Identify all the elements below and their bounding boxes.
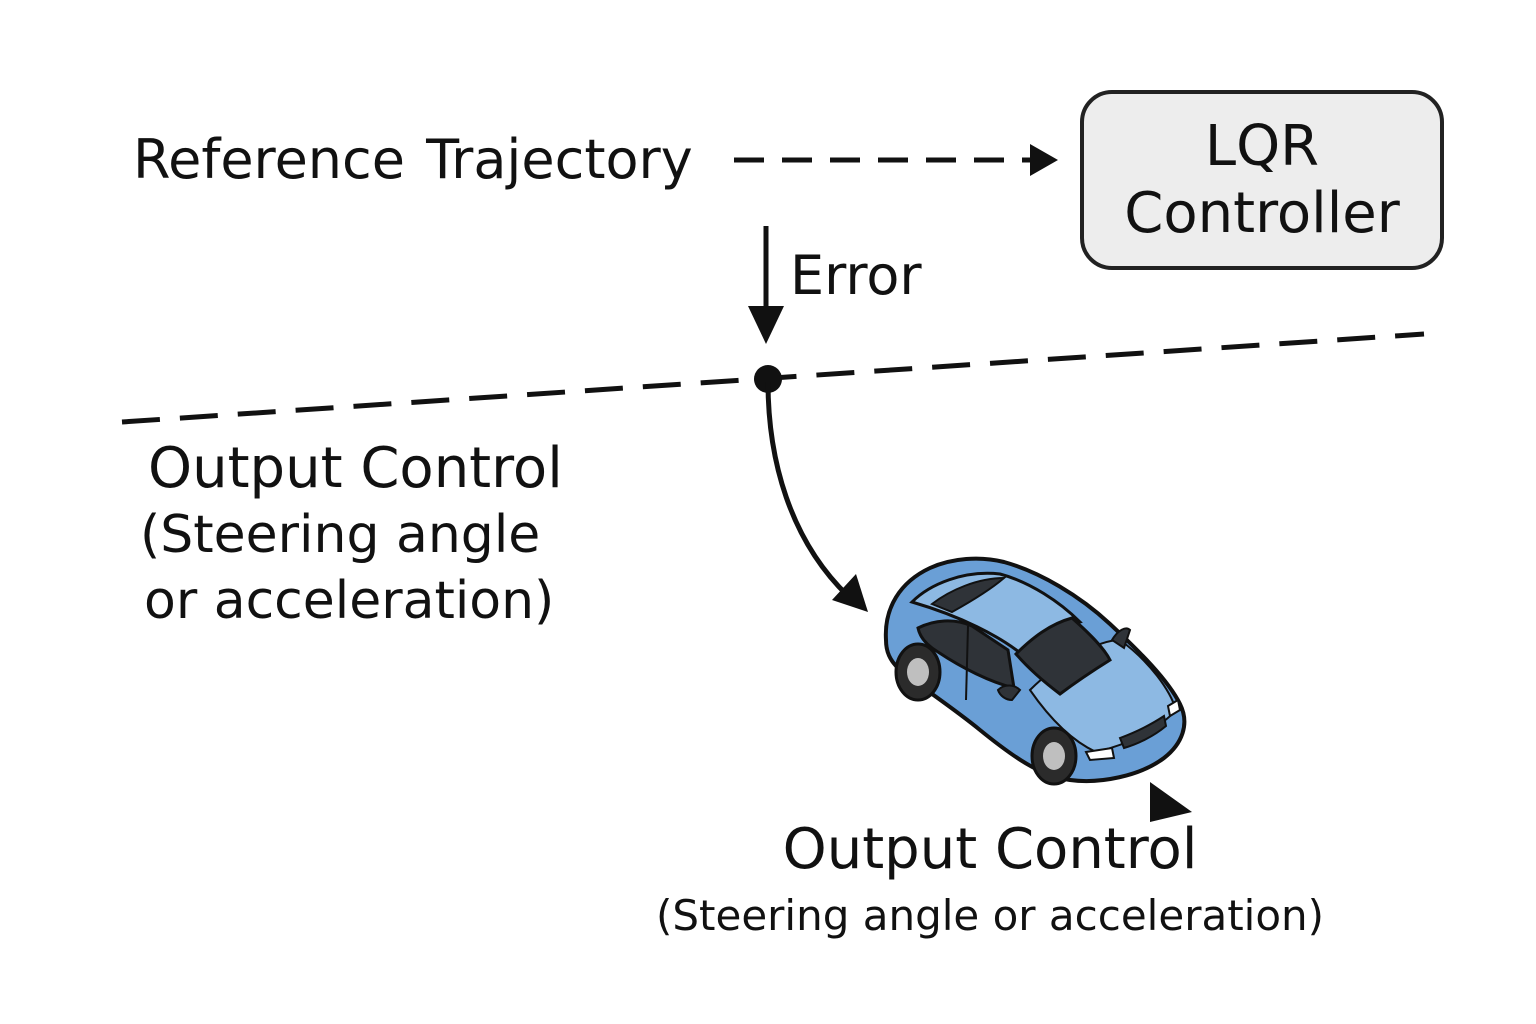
control-curve-arrow — [765, 381, 850, 598]
bottom-output-control-label: Output Control (Steering angle or accele… — [640, 814, 1340, 946]
left-output-control-label: Output Control (Steering angle or accele… — [140, 436, 563, 634]
control-curve-arrowhead — [832, 574, 868, 612]
bottom-output-subtitle: (Steering angle or acceleration) — [655, 891, 1325, 940]
error-arrowhead — [748, 306, 784, 344]
car-icon — [883, 556, 1187, 786]
bottom-output-title: Output Control — [782, 817, 1198, 882]
reference-arrowhead — [1030, 144, 1058, 176]
left-output-line-2: (Steering angle — [140, 505, 541, 565]
error-label: Error — [790, 244, 922, 307]
left-output-title: Output Control — [148, 436, 563, 501]
controller-line-1: LQR — [1204, 113, 1320, 179]
output-pointer-arrowhead — [1150, 782, 1192, 822]
junction-point — [754, 365, 782, 393]
lqr-controller-box: LQR Controller — [1080, 90, 1444, 270]
reference-trajectory-label: Reference Trajectory — [133, 128, 693, 191]
controller-line-2: Controller — [1124, 181, 1400, 246]
left-output-line-3: or acceleration) — [144, 571, 555, 631]
